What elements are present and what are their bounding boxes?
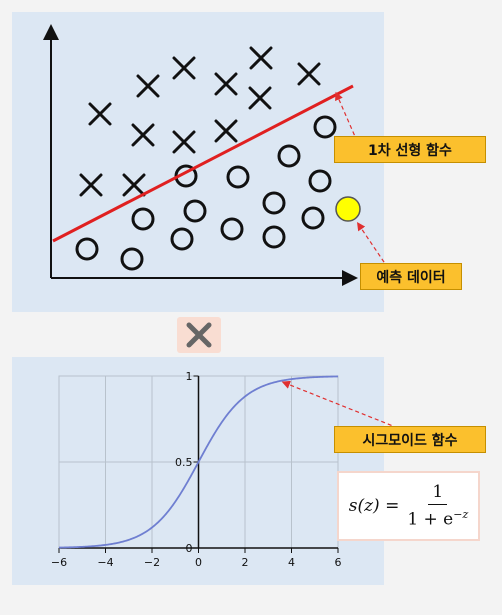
o-marker xyxy=(226,165,250,189)
prediction-point xyxy=(335,196,361,222)
x-tick-label: −4 xyxy=(97,556,113,569)
o-marker xyxy=(262,191,286,215)
formula-fraction: 1 1 + e−z xyxy=(407,482,468,530)
y-tick-label: 0.5 xyxy=(175,456,193,469)
predict-annotation-arrow xyxy=(356,222,389,269)
x-tick-label: 2 xyxy=(242,556,249,569)
x-tick-label: 6 xyxy=(335,556,342,569)
x-marker xyxy=(172,130,196,154)
x-tick-label: 4 xyxy=(288,556,295,569)
formula-numerator: 1 xyxy=(428,482,448,506)
x-marker xyxy=(88,102,112,126)
x-marker xyxy=(79,173,103,197)
chart-ticks: −6−4−2024600.51 xyxy=(51,370,342,569)
x-marker xyxy=(172,56,196,80)
x-marker xyxy=(214,72,238,96)
x-marker xyxy=(248,86,272,110)
x-marker xyxy=(214,119,238,143)
linear-function-line xyxy=(52,84,354,243)
y-tick-label: 1 xyxy=(186,370,193,383)
x-marker xyxy=(249,46,273,70)
x-marker xyxy=(122,173,146,197)
x-marker xyxy=(131,123,155,147)
o-marker xyxy=(120,247,144,271)
formula-denominator-base: 1 + e xyxy=(407,509,454,530)
x-tick-label: −6 xyxy=(51,556,67,569)
o-marker xyxy=(301,206,325,230)
o-marker xyxy=(277,144,301,168)
x-marker xyxy=(136,74,160,98)
sigmoid-curve xyxy=(58,375,339,549)
sigmoid-function-label: 시그모이드 함수 xyxy=(334,426,486,453)
linear-diagram xyxy=(43,24,389,286)
x-class-points xyxy=(79,46,321,197)
formula-lhs: s(z) = xyxy=(348,496,400,516)
o-marker xyxy=(313,115,337,139)
o-marker xyxy=(262,225,286,249)
prediction-data-label: 예측 데이터 xyxy=(360,263,462,290)
sigmoid-formula: s(z) = 1 1 + e−z xyxy=(337,471,480,541)
x-tick-label: 0 xyxy=(195,556,202,569)
formula-exponent: −z xyxy=(453,508,469,522)
sigmoid-annotation-arrow xyxy=(281,380,399,429)
multiply-operator xyxy=(177,317,221,353)
x-tick-label: −2 xyxy=(144,556,160,569)
o-marker xyxy=(183,199,207,223)
multiply-icon xyxy=(186,322,212,348)
o-marker xyxy=(75,237,99,261)
linear-diagram-panel xyxy=(12,12,384,312)
o-marker xyxy=(220,217,244,241)
o-class-points xyxy=(75,115,337,271)
o-marker xyxy=(308,169,332,193)
linear-function-label: 1차 선형 함수 xyxy=(334,136,486,163)
o-marker xyxy=(170,227,194,251)
x-marker xyxy=(297,62,321,86)
o-marker xyxy=(131,207,155,231)
formula-denominator: 1 + e−z xyxy=(407,505,468,530)
